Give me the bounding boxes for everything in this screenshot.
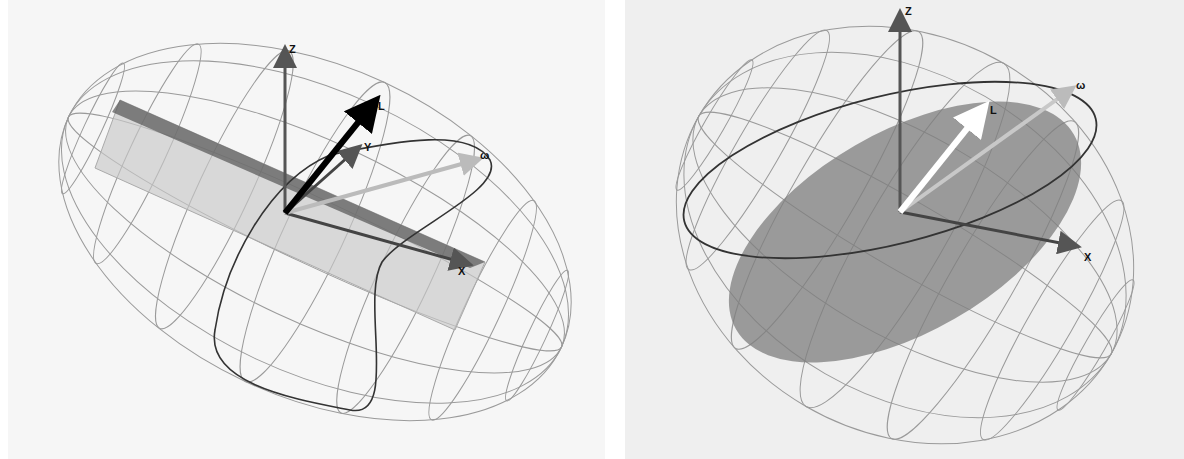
axis-label: ω [480,150,489,161]
axis-label: L [990,105,997,116]
axis-label: X [1084,252,1091,263]
axis-label: Z [905,6,912,17]
axis-label: L [378,101,385,112]
axis-label: X [458,266,465,277]
axis-label: Y [364,142,371,153]
axis-label: Z [289,44,296,55]
axis-label: ω [1076,80,1085,91]
